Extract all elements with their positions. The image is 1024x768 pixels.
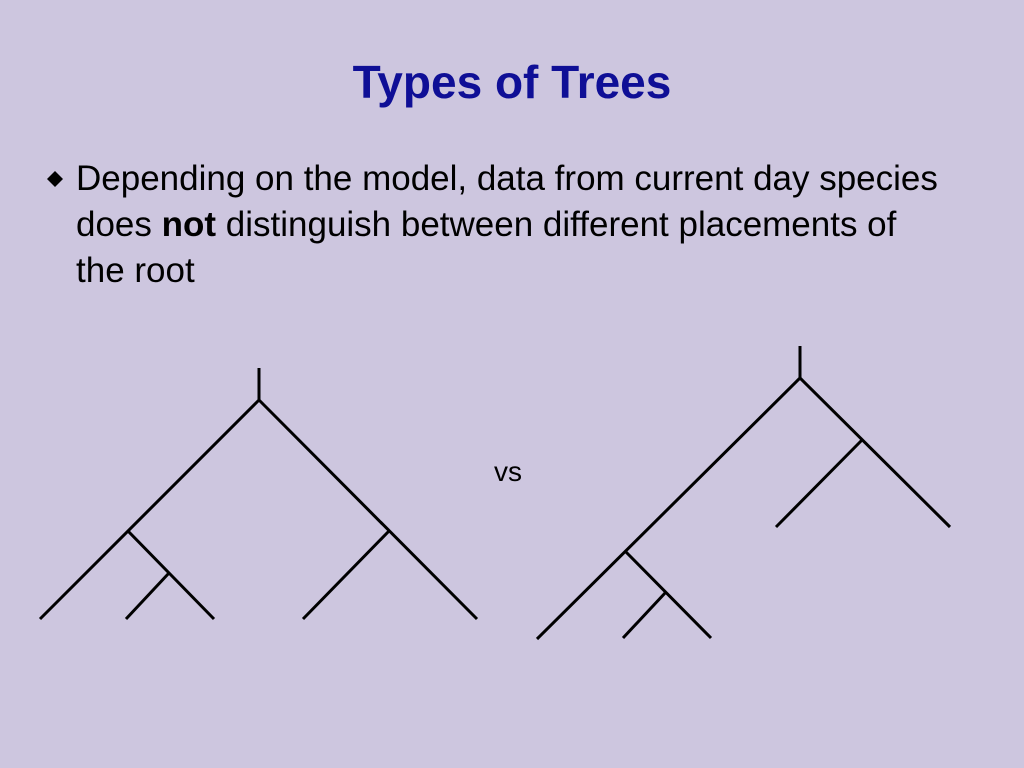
left-tree-edge <box>38 398 261 621</box>
bullet-point: Depending on the model, data from curren… <box>46 156 946 294</box>
left-tree-edge <box>124 571 171 621</box>
right-tree <box>535 346 952 641</box>
right-tree-edge <box>535 376 802 641</box>
bullet-text-emphasis: not <box>161 205 217 244</box>
left-tree-edge <box>301 529 391 621</box>
left-tree-edge <box>257 398 479 621</box>
vs-label: vs <box>494 456 522 487</box>
right-tree-edge <box>798 376 952 529</box>
bullet-text-after: distinguish between different placements… <box>76 205 897 290</box>
left-tree <box>38 368 479 621</box>
right-tree-edge <box>621 590 668 640</box>
bullet-text-before: Depending on the model, data from curren… <box>76 159 938 244</box>
diamond-bullet-icon <box>47 171 63 187</box>
bullet-text: Depending on the model, data from curren… <box>76 156 946 294</box>
left-tree-edge <box>126 529 216 621</box>
slide-title: Types of Trees <box>352 56 672 108</box>
right-tree-edge <box>623 549 713 640</box>
right-tree-edge <box>774 438 864 529</box>
